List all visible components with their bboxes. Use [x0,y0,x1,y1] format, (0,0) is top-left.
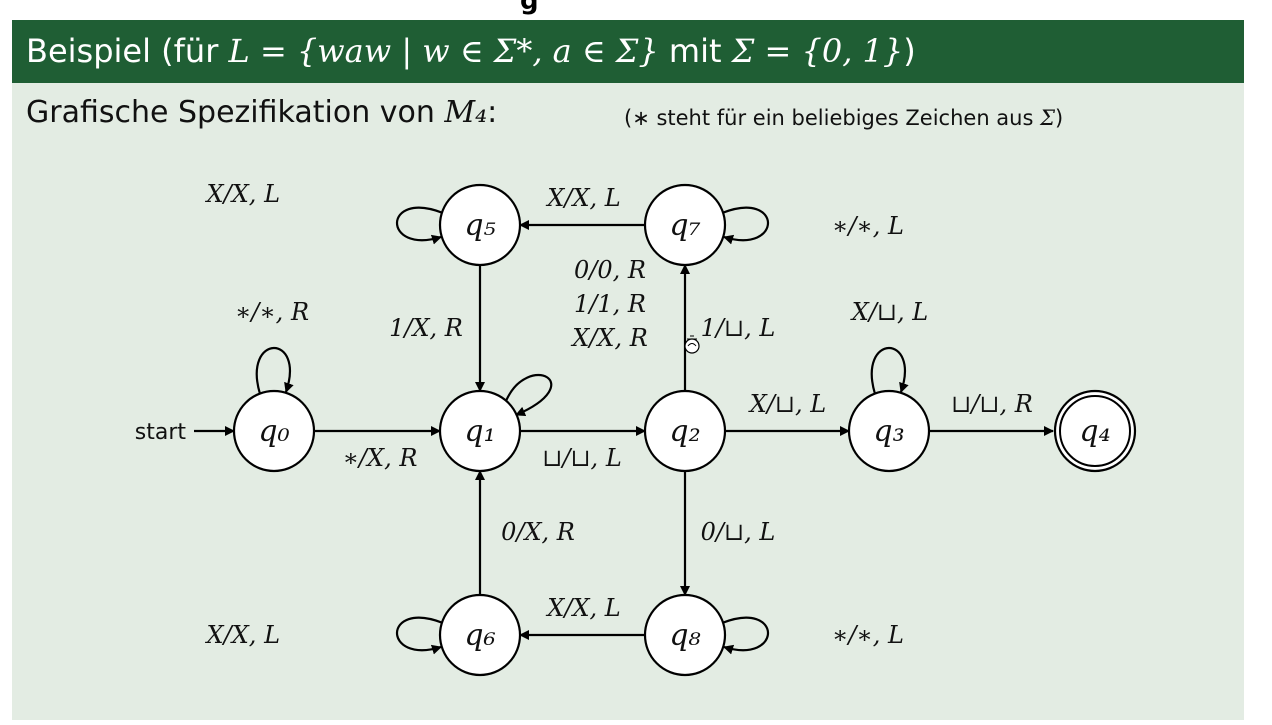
edge-label-q3-q4: ⊔/⊔, R [951,390,1033,418]
state-label-q6: q₆ [464,618,495,653]
state-label-q1: q₁ [464,414,495,449]
edge-label-q8-q6: X/X, L [545,594,620,622]
subtitle-text: Grafische Spezifikation von [26,95,445,130]
edge-q0-q0 [255,346,294,395]
state-label-q7: q₇ [669,208,700,243]
edge-q6-q6 [395,616,444,655]
state-q7: q₇ [643,183,727,267]
state-q2: q₂ [643,389,727,473]
edge-label-q1-q1: 0/0, R [574,256,646,284]
title-prefix: Beispiel (für [26,32,229,70]
edge-label-q3-q3: X/⊔, L [850,298,928,326]
state-q3: q₃ [847,389,931,473]
state-label-q2: q₂ [669,414,700,449]
slide: Beispiel (für L = {waw | w ∈ Σ*, a ∈ Σ} … [12,20,1244,720]
page-heading-fragment: g [520,0,539,16]
title-sigma: Σ = {0, 1} [731,32,904,70]
edge-label-q2-q3: X/⊔, L [748,390,826,418]
state-q0: q₀ [232,389,316,473]
edge-q5-q5 [395,206,444,245]
title-suffix: ) [903,32,916,70]
edge-label-q5-q5: X/X, L [205,180,280,208]
state-label-q3: q₃ [873,414,904,449]
state-label-q4: q₄ [1079,414,1110,449]
edge-q8-q8 [721,616,770,655]
edge-label-q2-q8: 0/⊔, L [701,518,776,546]
state-q8: q₈ [643,593,727,677]
state-q5: q₅ [438,183,522,267]
edge-label-q0-q1: ∗/X, R [343,444,418,472]
edge-label-q7-q5: X/X, L [545,184,620,212]
state-label-q0: q₀ [258,414,289,449]
start-label: start [135,420,187,445]
wildcard-note: (∗ steht für ein beliebiges Zeichen aus … [624,106,1063,130]
state-label-q8: q₈ [669,618,700,653]
edge-q7-q7 [721,206,770,245]
turing-machine-diagram: q₀ q₁ q₂ q₃ q₄ q₅ q₆ q₇ q₈ ∗/∗, R ∗/X, R 0/0, R 1/1… [135,180,1137,677]
edge-label-q8-q8: ∗/∗, L [832,621,904,649]
subtitle: Grafische Spezifikation von M₄: [26,95,497,130]
edge-label-q1-q2: ⊔/⊔, L [542,444,622,472]
edge-label-q0-q0: ∗/∗, R [235,298,309,326]
edge-label-q1-q1: X/X, R [570,324,648,352]
state-q6: q₆ [438,593,522,677]
edge-label-q6-q1: 0/X, R [501,518,575,546]
edge-label-q1-q1: 1/1, R [574,290,646,318]
state-q1: q₁ [438,389,522,473]
edge-q1-q1 [504,374,553,417]
busy-cursor-icon [684,335,700,354]
subtitle-machine: M₄ [444,95,488,130]
subtitle-colon: : [487,95,498,130]
edge-label-q7-q7: ∗/∗, L [832,212,904,240]
title-formula: L = {waw | w ∈ Σ*, a ∈ Σ} [228,32,659,70]
edge-label-q2-q7: 1/⊔, L [701,314,776,342]
note-sigma: Σ [1040,106,1055,130]
state-q4: q₄ [1053,389,1137,473]
note-prefix: (∗ steht für ein beliebiges Zeichen aus [624,106,1041,130]
edge-q3-q3 [870,346,909,395]
note-suffix: ) [1054,106,1064,130]
block-title: Beispiel (für L = {waw | w ∈ Σ*, a ∈ Σ} … [12,20,1244,83]
edge-label-q5-q1: 1/X, R [389,314,463,342]
state-label-q5: q₅ [464,208,495,243]
title-mid: mit [658,32,732,70]
edge-label-q6-q6: X/X, L [205,621,280,649]
